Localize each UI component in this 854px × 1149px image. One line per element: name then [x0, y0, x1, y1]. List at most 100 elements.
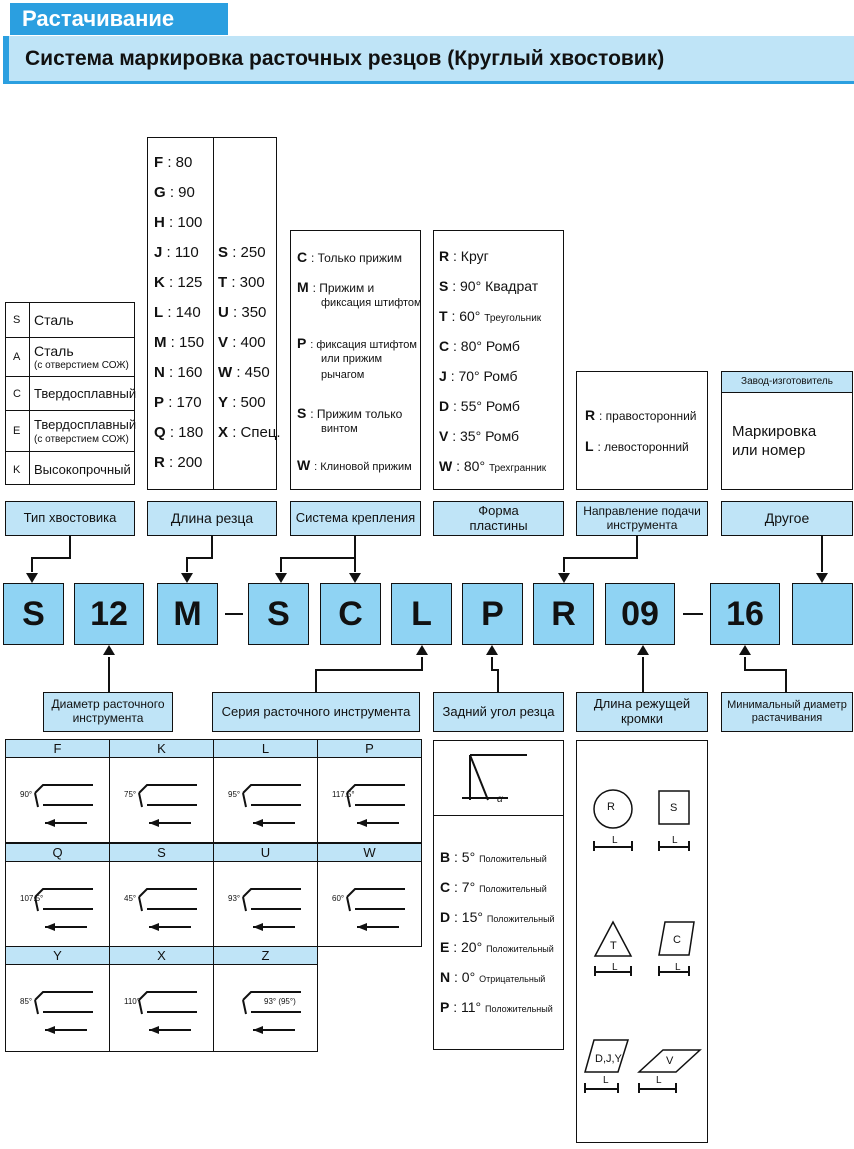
edge-shape-s: S [670, 802, 678, 814]
series-angle: 75° [124, 790, 137, 799]
edge-shape-d: D,J,Y [595, 1053, 622, 1065]
shape-code: W [439, 458, 453, 474]
series-angle: 45° [124, 894, 137, 903]
clearance-value: : 5° [454, 849, 476, 865]
section-tab: Растачивание [10, 3, 228, 35]
clearance-value: : 0° [454, 969, 476, 985]
length-value: : 170 [168, 394, 202, 411]
series-angle: 95° [228, 790, 241, 799]
length-row: W : 450 [218, 364, 270, 381]
arrowhead-icon [181, 573, 193, 583]
clamping-box: C : Только прижим M : Прижим и фиксация … [290, 230, 422, 490]
series-angle: 90° [20, 790, 33, 799]
series-angle: 60° [332, 894, 345, 903]
dir-text: : левосторонний [597, 440, 689, 454]
shape-code: V [439, 428, 449, 444]
shape-text: : 70° Ромб [450, 368, 518, 384]
series-label: Серия расточного инструмента [212, 692, 420, 732]
length-row: T : 300 [218, 274, 265, 291]
other-label: Другое [721, 501, 853, 536]
rhombus-c-icon [658, 921, 695, 956]
shank-code: C [13, 388, 21, 400]
edge-len-l: L [612, 962, 618, 973]
length-code: K [154, 274, 165, 291]
clearance-value: : 20° [453, 939, 483, 955]
series-cell: 60° [317, 861, 422, 947]
length-row: K : 125 [154, 274, 202, 291]
dimension-line [658, 841, 690, 851]
connector-line [315, 657, 423, 692]
shape-code: D [439, 398, 450, 414]
clamp-code: M [297, 279, 309, 295]
length-row: G : 90 [154, 184, 195, 201]
arrow-left-icon [149, 819, 159, 827]
length-row: V : 400 [218, 334, 266, 351]
edge-len-l: L [675, 962, 681, 973]
arrow-left-icon [357, 819, 367, 827]
length-code: F [154, 154, 164, 171]
shank-code: S [13, 314, 21, 326]
arrow-left-icon [253, 1026, 263, 1034]
length-row: S : 250 [218, 244, 266, 261]
code-box: P [462, 583, 523, 645]
shape-row: D : 55° Ромб [439, 398, 520, 414]
connector-line [491, 657, 499, 692]
shank-text: Сталь [34, 343, 74, 359]
edge-len-l: L [672, 835, 678, 846]
length-value: : 100 [169, 214, 203, 231]
dimension-line [593, 841, 633, 851]
shank-text: Твердосплавный [34, 386, 137, 401]
clearance-code: B [440, 849, 451, 865]
arrowhead-icon [816, 573, 828, 583]
connector-line [31, 536, 71, 572]
shape-code: T [439, 308, 448, 324]
length-value: : 400 [232, 334, 266, 351]
shape-row: V : 35° Ромб [439, 428, 519, 444]
tool-sketch [34, 896, 39, 912]
clamp-code: P [297, 335, 307, 351]
clamp-text: : фиксация штифтом [310, 339, 417, 351]
maker-label: Завод-изготовитель [722, 372, 852, 393]
shape-text: : 80° Ромб [453, 338, 520, 354]
clamp-text: : Прижим и [312, 281, 375, 295]
length-value: : 450 [236, 364, 270, 381]
edge-length-box [576, 740, 708, 1143]
shank-code: E [13, 425, 21, 437]
dimension-line [584, 1083, 619, 1093]
clearance-code: N [440, 969, 451, 985]
length-row: N : 160 [154, 364, 202, 381]
arrow-left-icon [357, 923, 367, 931]
code-box: 12 [74, 583, 144, 645]
length-value: : 160 [169, 364, 203, 381]
length-value: : 180 [169, 424, 204, 441]
arrowhead-icon [26, 573, 38, 583]
edge-len-l: L [603, 1075, 609, 1086]
connector-line [744, 657, 787, 692]
series-angle: 110° [124, 997, 140, 1006]
tool-sketch [242, 784, 301, 806]
length-value: : 300 [231, 274, 265, 291]
length-row: U : 350 [218, 304, 266, 321]
tool-sketch [242, 999, 247, 1015]
clearance-code: P [440, 999, 450, 1015]
edge-label: Длина режущей кромки [576, 692, 708, 732]
shank-code: K [13, 464, 21, 476]
series-angle: 107.5° [20, 894, 44, 903]
tool-sketch [138, 784, 197, 806]
length-row: F : 80 [154, 154, 192, 171]
arrowhead-icon [349, 573, 361, 583]
shape-code: R [439, 248, 450, 264]
arrow-left-icon [253, 819, 263, 827]
length-value: : 250 [232, 244, 266, 261]
length-row: X : Спец. [218, 424, 281, 441]
circle-icon [593, 789, 633, 829]
clamp-text: : Прижим только [310, 407, 403, 421]
arrow-left-icon [45, 819, 55, 827]
shape-text: : 60° [451, 308, 481, 324]
length-code: L [154, 304, 164, 321]
dimension-line [658, 966, 690, 976]
clearance-value: : 7° [454, 879, 476, 895]
shape-row: J : 70° Ромб [439, 368, 518, 384]
shape-text: : 55° Ромб [453, 398, 520, 414]
shank-note: (с отверстием СОЖ) [34, 434, 129, 445]
